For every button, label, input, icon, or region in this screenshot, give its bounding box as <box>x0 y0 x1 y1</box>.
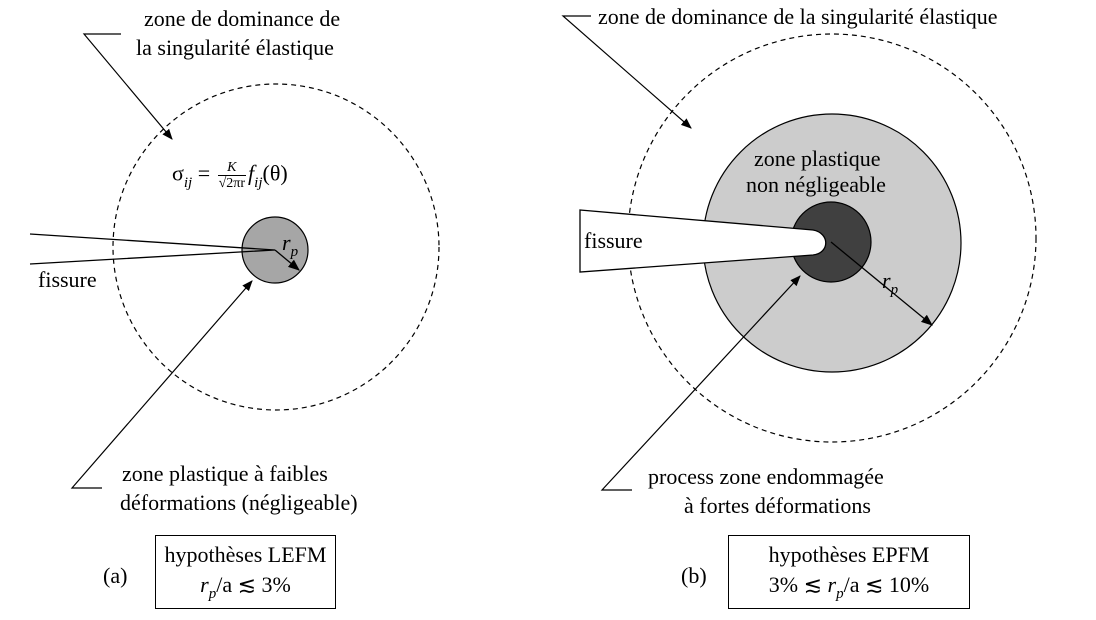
plastic-label-a-line1: zone plastique à faibles <box>122 461 328 486</box>
crack-a <box>29 233 276 265</box>
formula-denominator: √2πr <box>218 176 246 191</box>
crack-b <box>579 209 827 273</box>
crack-label-b: fissure <box>584 228 643 253</box>
plastic-leader-a <box>70 280 253 489</box>
crack-label-a: fissure <box>38 267 97 292</box>
formula-equals: = <box>192 160 216 186</box>
dominance-label-a-line2: la singularité élastique <box>136 35 334 60</box>
dominance-label-b: zone de dominance de la singularité élas… <box>598 4 998 29</box>
panel-marker-a: (a) <box>103 563 128 588</box>
process-label-b-line1: process zone endommagée <box>648 464 884 489</box>
hypothesis-b-line2: 3% ≲ rp/a ≲ 10% <box>768 572 930 602</box>
formula-fn-arg: (θ) <box>262 160 288 186</box>
plastic-label-a-line2: déformations (négligeable) <box>120 490 358 515</box>
hypothesis-a-line1: hypothèses LEFM <box>164 542 327 567</box>
hypothesis-box-a: hypothèses LEFM rp/a ≲ 3% <box>155 535 336 609</box>
rp-arrow-a <box>274 249 300 271</box>
rp-arrow-b <box>830 241 933 326</box>
hypothesis-a-line2: rp/a ≲ 3% <box>200 572 291 602</box>
plastic-label-b-line1: zone plastique <box>754 146 881 171</box>
formula-sigma: σ <box>172 160 184 186</box>
hypothesis-b-line1: hypothèses EPFM <box>768 542 930 567</box>
panel-marker-b: (b) <box>681 563 707 588</box>
process-label-b-line2: à fortes déformations <box>684 493 871 518</box>
plastic-label-b-line2: non négligeable <box>746 172 886 197</box>
dominance-zone-circle-a <box>112 83 440 411</box>
dominance-label-a-line1: zone de dominance de <box>144 6 341 31</box>
hypothesis-box-b: hypothèses EPFM 3% ≲ rp/a ≲ 10% <box>728 535 970 609</box>
rp-label-b: rp <box>882 268 899 298</box>
dominance-leader-a <box>82 33 173 140</box>
formula-fraction: K√2πr <box>217 160 247 191</box>
formula-numerator: K <box>217 160 247 176</box>
formula-fn: f <box>248 160 255 186</box>
formula-fn-sub: ij <box>254 174 263 191</box>
formula-sigma-sub: ij <box>183 174 193 191</box>
process-leader-b <box>600 275 801 491</box>
dominance-leader-b <box>561 15 692 129</box>
rp-label-a: rp <box>282 230 299 260</box>
